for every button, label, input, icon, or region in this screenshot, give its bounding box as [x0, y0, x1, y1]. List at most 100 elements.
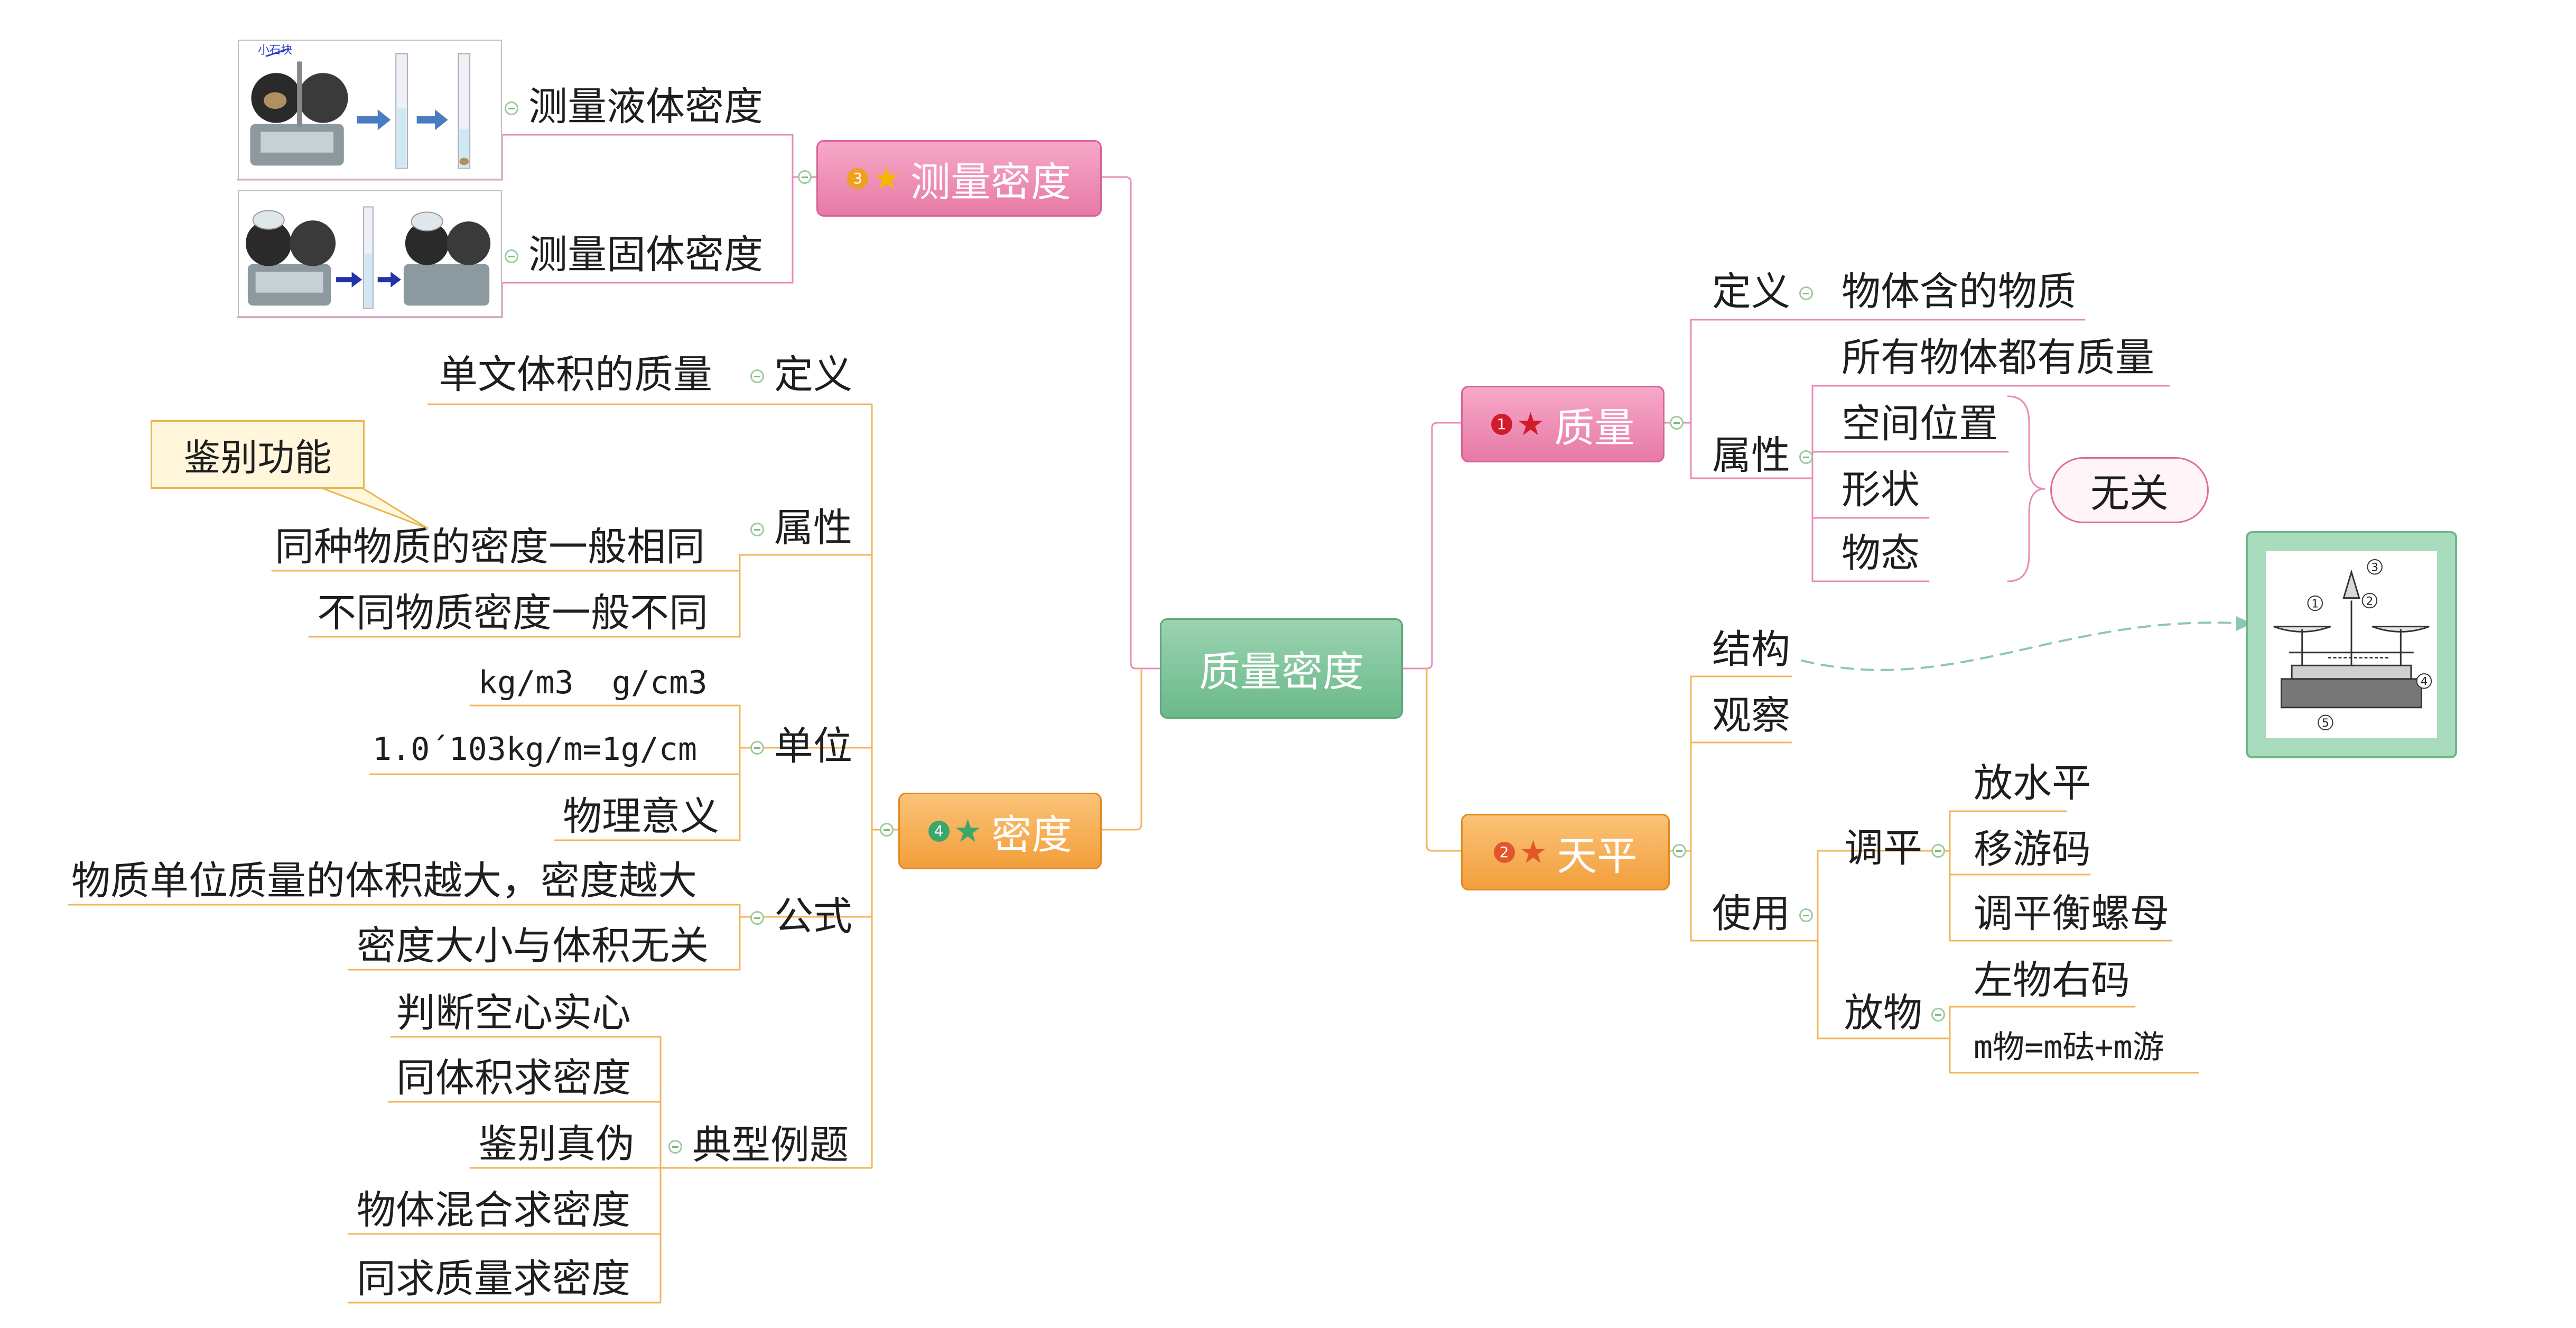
- place-item[interactable]: 左物右码: [1974, 958, 2130, 1003]
- callout-text: 鉴别功能: [183, 435, 332, 479]
- balance-place-label[interactable]: 放物: [1844, 990, 1922, 1036]
- density-formula-label[interactable]: 公式: [774, 894, 852, 939]
- balance-structure-label[interactable]: 结构: [1712, 627, 1790, 672]
- badge-4: 4: [928, 820, 950, 842]
- unit-item[interactable]: 物理意义: [563, 794, 719, 839]
- callout-identify-function[interactable]: 鉴别功能: [151, 420, 365, 489]
- collapse-icon[interactable]: [750, 741, 764, 755]
- unit-item[interactable]: 1.0´103kg/m=1g/cm: [373, 731, 698, 768]
- collapse-icon[interactable]: [1931, 1008, 1945, 1021]
- mass-property-label[interactable]: 属性: [1712, 433, 1790, 478]
- density-definition-label[interactable]: 定义: [774, 352, 852, 397]
- link-balance-use: [1690, 850, 1946, 1039]
- property-item[interactable]: 不同物质密度一般不同: [317, 590, 708, 636]
- liquid-density-photo: 小石块: [238, 40, 502, 180]
- collapse-icon[interactable]: [1931, 844, 1945, 858]
- example-item[interactable]: 鉴别真伪: [478, 1121, 635, 1167]
- collapse-icon[interactable]: [1799, 286, 1813, 300]
- link-mass-property: [1690, 385, 2170, 582]
- link-measure-liquid: [237, 134, 817, 181]
- balance-adjust-label[interactable]: 调平: [1844, 825, 1922, 871]
- central-title: 质量密度: [1198, 648, 1364, 696]
- collapse-icon[interactable]: [1799, 450, 1813, 464]
- link-central-mass: [1402, 422, 1462, 670]
- collapse-icon[interactable]: [880, 823, 894, 837]
- link-structure-figure: [1801, 621, 2247, 671]
- mass-title: 质量: [1554, 404, 1635, 451]
- topic-density[interactable]: 4 ★ 密度: [898, 793, 1102, 869]
- density-examples-label[interactable]: 典型例题: [692, 1122, 849, 1168]
- collapse-icon[interactable]: [505, 249, 518, 263]
- balance-drawing: 1 2 3 4 5: [2273, 559, 2432, 730]
- link-central-balance: [1426, 667, 1462, 852]
- collapse-icon[interactable]: [1799, 908, 1813, 922]
- example-item[interactable]: 判断空心实心: [396, 990, 631, 1036]
- adjust-item[interactable]: 移游码: [1974, 826, 2091, 872]
- mass-definition-text[interactable]: 物体含的物质: [1842, 269, 2076, 314]
- collapse-icon[interactable]: [750, 369, 764, 383]
- balance-figure[interactable]: 1 2 3 4 5: [2246, 531, 2457, 758]
- collapse-icon[interactable]: [1672, 844, 1686, 858]
- link-mass-trunk: [1663, 319, 1692, 479]
- link-balance-adjust: [1943, 810, 2173, 942]
- formula-item[interactable]: 物质单位质量的体积越大，密度越大: [71, 858, 697, 904]
- irrelevant-summary[interactable]: 无关: [2050, 457, 2209, 523]
- measure-title: 测量密度: [910, 158, 1071, 206]
- adjust-item[interactable]: 调平衡螺母: [1974, 891, 2169, 936]
- badge-3: 3: [847, 168, 869, 189]
- density-unit-label[interactable]: 单位: [774, 723, 852, 769]
- link-balance-place: [1943, 1006, 2199, 1074]
- collapse-icon[interactable]: [750, 911, 764, 925]
- link-density-unit: [369, 704, 873, 841]
- collapse-icon[interactable]: [668, 1140, 682, 1154]
- liquid-density-label[interactable]: 测量液体密度: [528, 84, 763, 129]
- solid-density-photo: [238, 190, 502, 317]
- star-icon: ★: [953, 812, 982, 850]
- photo-label: 小石块: [258, 44, 292, 57]
- mass-property-item[interactable]: 形状: [1842, 467, 1920, 513]
- collapse-icon[interactable]: [798, 170, 812, 184]
- arrowhead: [2236, 616, 2252, 631]
- example-item[interactable]: 同体积求密度: [396, 1055, 631, 1101]
- property-item[interactable]: 同种物质的密度一般相同: [275, 524, 705, 570]
- density-definition-text[interactable]: 单文体积的质量: [439, 352, 712, 397]
- density-property-label[interactable]: 属性: [774, 505, 852, 551]
- solid-apparatus-drawing: [245, 206, 491, 309]
- balance-title: 天平: [1557, 832, 1638, 879]
- mass-definition-label[interactable]: 定义: [1712, 269, 1790, 314]
- link-central-density: [1101, 667, 1142, 831]
- star-icon: ★: [1516, 405, 1545, 443]
- link-central-measure: [1101, 176, 1161, 670]
- badge-1: 1: [1491, 413, 1512, 435]
- collapse-icon[interactable]: [750, 523, 764, 536]
- solid-density-label[interactable]: 测量固体密度: [528, 232, 763, 277]
- liquid-apparatus-drawing: 小石块: [250, 44, 471, 169]
- unit-item[interactable]: kg/m3 g/cm3: [478, 664, 708, 701]
- mass-property-item[interactable]: 物态: [1842, 531, 1920, 576]
- collapse-icon[interactable]: [1670, 416, 1684, 430]
- figure-number: 4: [2421, 675, 2428, 689]
- example-item[interactable]: 同求质量求密度: [357, 1256, 630, 1302]
- link-measure-solid: [237, 176, 794, 318]
- collapse-icon[interactable]: [505, 101, 518, 115]
- callout-pointer: [317, 485, 429, 530]
- link-density-trunk: [871, 403, 899, 1169]
- topic-balance[interactable]: 2 ★ 天平: [1461, 814, 1670, 890]
- example-item[interactable]: 物体混合求密度: [357, 1187, 630, 1233]
- link-balance-trunk: [1669, 675, 1692, 942]
- central-topic[interactable]: 质量密度: [1160, 618, 1403, 719]
- topic-measure-density[interactable]: 3 ★ 测量密度: [816, 140, 1102, 217]
- topic-mass[interactable]: 1 ★ 质量: [1461, 386, 1664, 462]
- mass-all-have[interactable]: 所有物体都有质量: [1842, 335, 2154, 380]
- density-title: 密度: [991, 811, 1072, 858]
- balance-use-label[interactable]: 使用: [1712, 891, 1790, 936]
- formula-item[interactable]: 密度大小与体积无关: [357, 923, 709, 969]
- star-icon: ★: [1519, 833, 1548, 871]
- link-density-property: [271, 554, 873, 638]
- adjust-item[interactable]: 放水平: [1974, 760, 2091, 806]
- place-item[interactable]: m物=m砝+m游: [1974, 1029, 2164, 1066]
- balance-observe-label[interactable]: 观察: [1712, 693, 1790, 738]
- mass-property-item[interactable]: 空间位置: [1842, 401, 1998, 447]
